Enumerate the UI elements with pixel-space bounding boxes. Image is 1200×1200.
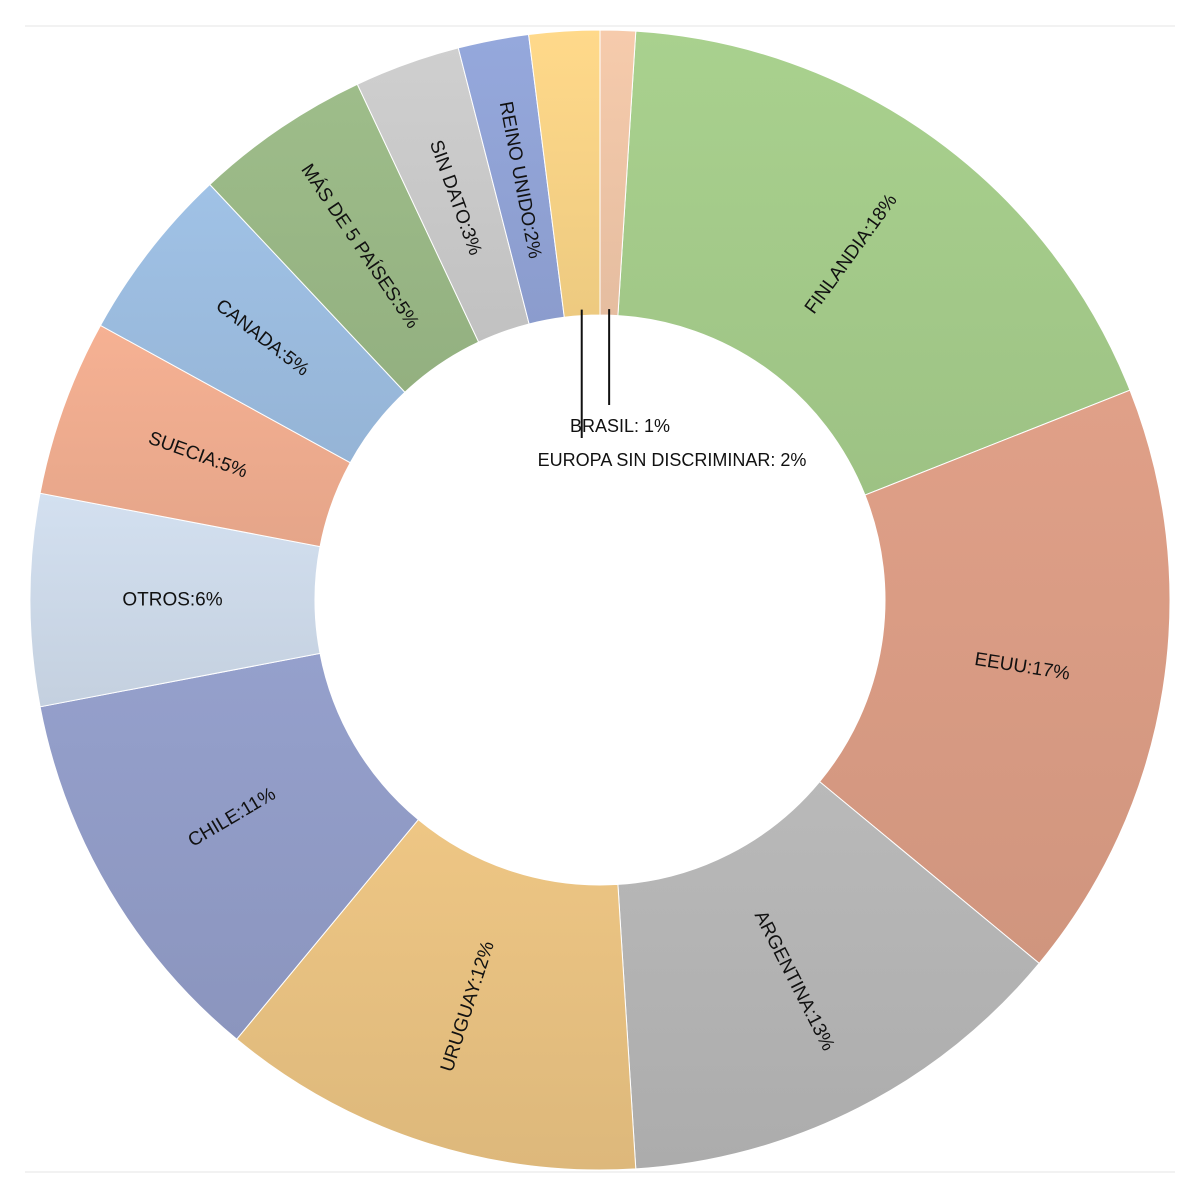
callout-label-brasil: BRASIL: 1% <box>570 416 670 436</box>
slice-argentina <box>617 780 1040 1170</box>
slice-label-otros: OTROS:6% <box>122 590 222 611</box>
slice-finlandia <box>617 30 1131 496</box>
slice-brasil <box>599 29 637 317</box>
slice-uruguay <box>235 818 637 1171</box>
slice-eeuu <box>818 389 1171 965</box>
callout-label-europa-sin-discriminar: EUROPA SIN DISCRIMINAR: 2% <box>538 450 807 470</box>
slice-chile <box>39 652 420 1040</box>
slices-group <box>29 29 1171 1171</box>
